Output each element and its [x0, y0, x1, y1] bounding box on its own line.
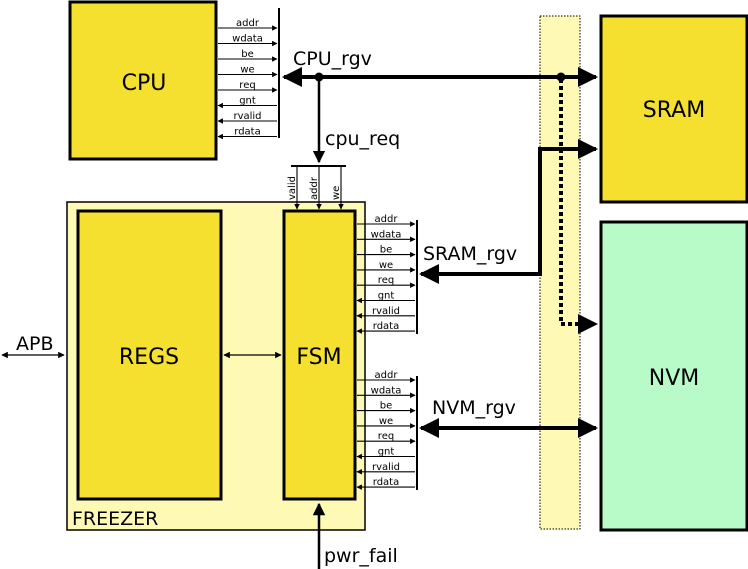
nvm-signal-label-wdata: wdata — [371, 385, 402, 396]
nvm-label: NVM — [649, 366, 700, 391]
apb-label: APB — [16, 333, 54, 355]
cpu-signal-group: addr wdata be we req gnt rvalid rdata — [217, 18, 278, 140]
interconnect-junction — [556, 72, 566, 82]
nvm-signal-label-addr: addr — [375, 370, 399, 381]
nvm-signal-label-we: we — [379, 416, 393, 427]
sram-signal-label-be: be — [380, 245, 393, 256]
sram-signal-label-req: req — [378, 275, 394, 286]
fsm-input-label-addr: addr — [309, 176, 320, 200]
cpu-signal-label-rvalid: rvalid — [233, 111, 261, 122]
nvm-signal-group: addr wdata be we req gnt rvalid rdata — [356, 370, 416, 490]
nvm-block — [599, 220, 748, 532]
fsm-label: FSM — [296, 345, 341, 370]
sram-block — [599, 14, 748, 204]
fsm-block — [282, 209, 357, 501]
nvm-rgv-label: NVM_rgv — [432, 397, 516, 419]
freezer-label: FREEZER — [72, 508, 158, 530]
sram-signal-label-rvalid: rvalid — [372, 306, 400, 317]
interconnect-dotted-path — [559, 79, 598, 334]
sram-signal-group: addr wdata be we req gnt rvalid rdata — [356, 214, 416, 334]
cpu-req-label: cpu_req — [325, 128, 400, 150]
cpu-signal-label-gnt: gnt — [239, 96, 256, 107]
sram-signal-label-rdata: rdata — [373, 321, 399, 332]
fsm-input-label-we: we — [331, 186, 342, 200]
sram-label: SRAM — [643, 98, 705, 123]
regs-block — [76, 209, 223, 501]
fsm-input-label-valid: valid — [287, 176, 298, 200]
nvm-signal-label-be: be — [380, 401, 393, 412]
cpu-rgv-label: CPU_rgv — [293, 48, 372, 70]
nvm-signal-label-rvalid: rvalid — [372, 462, 400, 473]
sram-rgv-label: SRAM_rgv — [423, 243, 517, 265]
cpu-signal-label-we: we — [240, 65, 254, 76]
sram-signal-label-gnt: gnt — [378, 291, 395, 302]
cpu-block — [68, 0, 218, 161]
cpu-signal-label-be: be — [241, 49, 254, 60]
cpu-signal-label-wdata: wdata — [232, 34, 263, 45]
cpu-signal-label-req: req — [239, 80, 255, 91]
nvm-signal-label-rdata: rdata — [373, 477, 399, 488]
cpu-label: CPU — [122, 71, 167, 96]
sram-signal-label-addr: addr — [375, 214, 399, 225]
nvm-signal-label-req: req — [378, 431, 394, 442]
regs-label: REGS — [119, 345, 179, 370]
sram-signal-label-we: we — [379, 260, 393, 271]
pwr-fail-label: pwr_fail — [324, 545, 398, 567]
sram-rgv-bus — [419, 139, 598, 284]
cpu-signal-label-addr: addr — [236, 18, 260, 29]
nvm-signal-label-gnt: gnt — [378, 447, 395, 458]
sram-signal-label-wdata: wdata — [371, 229, 402, 240]
interconnect-column — [539, 15, 581, 530]
cpu-signal-label-rdata: rdata — [234, 127, 260, 138]
